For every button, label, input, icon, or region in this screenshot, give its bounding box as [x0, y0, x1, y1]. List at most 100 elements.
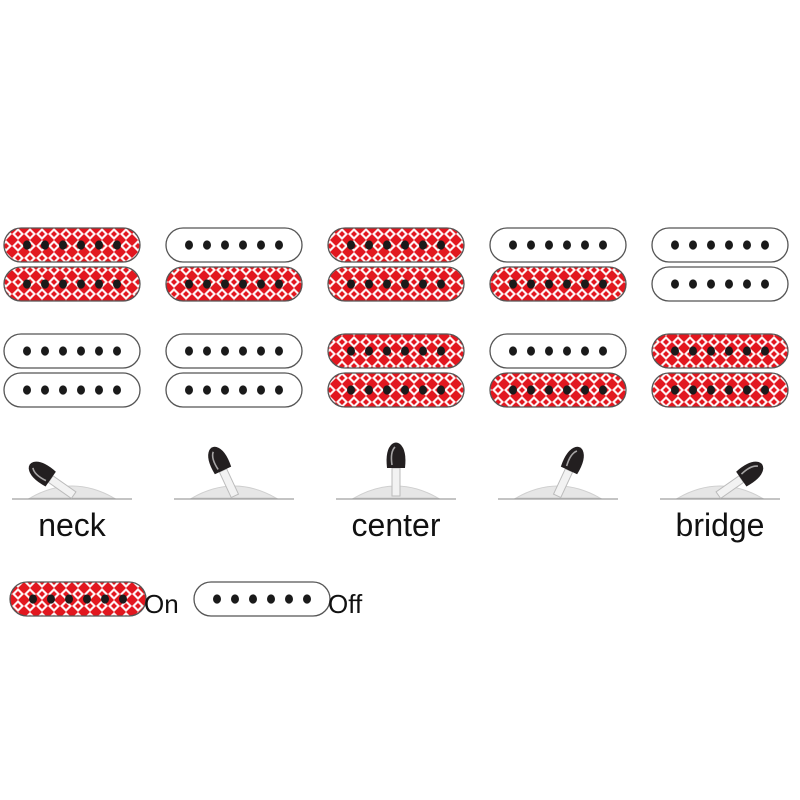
legend-on-label: On: [144, 589, 179, 619]
pole-piece: [599, 240, 607, 250]
humbucker-upper: [489, 227, 627, 302]
pickup-coil-on: [3, 266, 141, 302]
pickup-coil-off: [3, 333, 141, 369]
pole-piece: [95, 385, 103, 395]
pole-piece: [527, 385, 535, 395]
pole-piece: [77, 385, 85, 395]
pole-piece: [437, 240, 445, 250]
position-label: bridge: [676, 507, 765, 543]
pickup-coil-on: [327, 333, 465, 369]
pole-piece: [509, 385, 517, 395]
pole-piece: [221, 385, 229, 395]
pole-piece: [95, 240, 103, 250]
position-label: center: [352, 507, 441, 543]
pickup-coil-on: [327, 372, 465, 408]
lever-tip-icon: [208, 446, 232, 475]
pole-piece: [267, 594, 275, 604]
pole-piece: [365, 240, 373, 250]
pole-piece: [545, 385, 553, 395]
switch-lever: [498, 446, 618, 500]
pole-piece: [239, 279, 247, 289]
pole-piece: [599, 385, 607, 395]
pole-piece: [221, 346, 229, 356]
pickup-coil-off: [489, 333, 627, 369]
pickup-coil-off: [651, 227, 789, 263]
pickup-coil-off: [3, 372, 141, 408]
pole-piece: [761, 385, 769, 395]
pole-piece: [95, 279, 103, 289]
lever-tip-icon: [736, 461, 764, 487]
pole-piece: [303, 594, 311, 604]
switch-lever: [174, 446, 294, 500]
humbucker-lower: [327, 333, 465, 408]
pole-piece: [113, 385, 121, 395]
pole-piece: [509, 240, 517, 250]
pole-piece: [77, 240, 85, 250]
pole-piece: [689, 240, 697, 250]
pole-piece: [59, 279, 67, 289]
pole-piece: [581, 385, 589, 395]
lever-tip-icon: [560, 446, 584, 475]
pickup-coil-on: [651, 372, 789, 408]
pole-piece: [257, 279, 265, 289]
pole-piece: [599, 346, 607, 356]
pole-piece: [365, 385, 373, 395]
pole-piece: [563, 279, 571, 289]
pole-piece: [365, 346, 373, 356]
pole-piece: [257, 385, 265, 395]
pole-piece: [77, 346, 85, 356]
pole-piece: [689, 279, 697, 289]
pole-piece: [707, 385, 715, 395]
pickup-coil-off: [165, 372, 303, 408]
pole-piece: [671, 240, 679, 250]
legend-swatch-off: [193, 581, 331, 617]
pickup-coil-off: [165, 227, 303, 263]
pole-piece: [59, 385, 67, 395]
pole-piece: [383, 240, 391, 250]
pole-piece: [725, 240, 733, 250]
humbucker-lower: [651, 333, 789, 408]
pole-piece: [527, 346, 535, 356]
pole-piece: [401, 385, 409, 395]
humbucker-upper: [651, 227, 789, 302]
pole-piece: [563, 385, 571, 395]
pole-piece: [743, 385, 751, 395]
pole-piece: [47, 594, 55, 604]
pickup-coil-on: [489, 266, 627, 302]
pole-piece: [581, 279, 589, 289]
pole-piece: [185, 279, 193, 289]
pole-piece: [347, 346, 355, 356]
pole-piece: [65, 594, 73, 604]
pole-piece: [743, 279, 751, 289]
pickup-coil-on: [165, 266, 303, 302]
pickup-coil-off: [489, 227, 627, 263]
humbucker-upper: [165, 227, 303, 302]
legend-swatch-on: [9, 581, 147, 617]
pole-piece: [347, 240, 355, 250]
pickup-coil-on: [327, 266, 465, 302]
pole-piece: [545, 346, 553, 356]
pole-piece: [671, 346, 679, 356]
legend-on: On: [9, 581, 179, 619]
pole-piece: [239, 346, 247, 356]
pole-piece: [707, 279, 715, 289]
pole-piece: [23, 346, 31, 356]
pole-piece: [401, 240, 409, 250]
pickup-coil-on: [3, 227, 141, 263]
pole-piece: [365, 279, 373, 289]
pole-piece: [761, 279, 769, 289]
lever-tip-icon: [28, 461, 56, 487]
pole-piece: [203, 279, 211, 289]
pole-piece: [437, 279, 445, 289]
switch-lever: [336, 442, 456, 500]
pole-piece: [185, 240, 193, 250]
switch-lever: [660, 461, 780, 500]
pole-piece: [119, 594, 127, 604]
legend-off-label: Off: [328, 589, 363, 619]
humbucker-upper: [3, 227, 141, 302]
switch-lever: [12, 461, 132, 500]
pole-piece: [401, 346, 409, 356]
pole-piece: [59, 240, 67, 250]
pole-piece: [419, 385, 427, 395]
pole-piece: [113, 346, 121, 356]
